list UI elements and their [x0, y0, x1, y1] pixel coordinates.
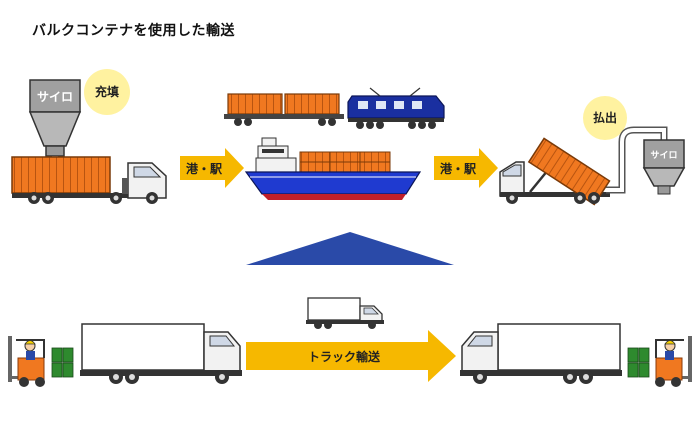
- small-truck: [306, 297, 384, 329]
- page-title: バルクコンテナを使用した輸送: [32, 23, 235, 39]
- silo-right-label: サイロ: [650, 150, 677, 161]
- arrow-port-right: 港・駅: [434, 148, 498, 188]
- arrow-port-left: 港・駅: [180, 148, 244, 188]
- big-truck-right: [460, 323, 622, 384]
- forklift-right: [627, 336, 692, 387]
- big-truck-left: [80, 323, 242, 384]
- truck-transport-label: トラック輸送: [308, 349, 381, 364]
- silo-right: サイロ: [642, 139, 686, 195]
- divider-triangle: [246, 232, 454, 265]
- discharge-label: 払出: [593, 110, 617, 125]
- port-station-left-label: 港・駅: [186, 161, 223, 176]
- port-station-right-label: 港・駅: [440, 161, 477, 176]
- arrow-truck-transport: トラック輸送: [246, 330, 456, 382]
- forklift-left: [8, 336, 74, 387]
- freight-wagon: [224, 93, 344, 126]
- truck-container-left: [11, 156, 167, 204]
- silo-left: サイロ: [28, 79, 82, 160]
- fill-bubble: 充填: [84, 69, 130, 115]
- silo-left-label: サイロ: [37, 90, 73, 104]
- tipping-truck: [499, 137, 611, 206]
- fill-label: 充填: [95, 84, 119, 99]
- discharge-bubble: 払出: [583, 96, 627, 140]
- locomotive: [347, 87, 445, 129]
- discharge-pipe: [606, 126, 668, 194]
- container-ship: [244, 137, 422, 200]
